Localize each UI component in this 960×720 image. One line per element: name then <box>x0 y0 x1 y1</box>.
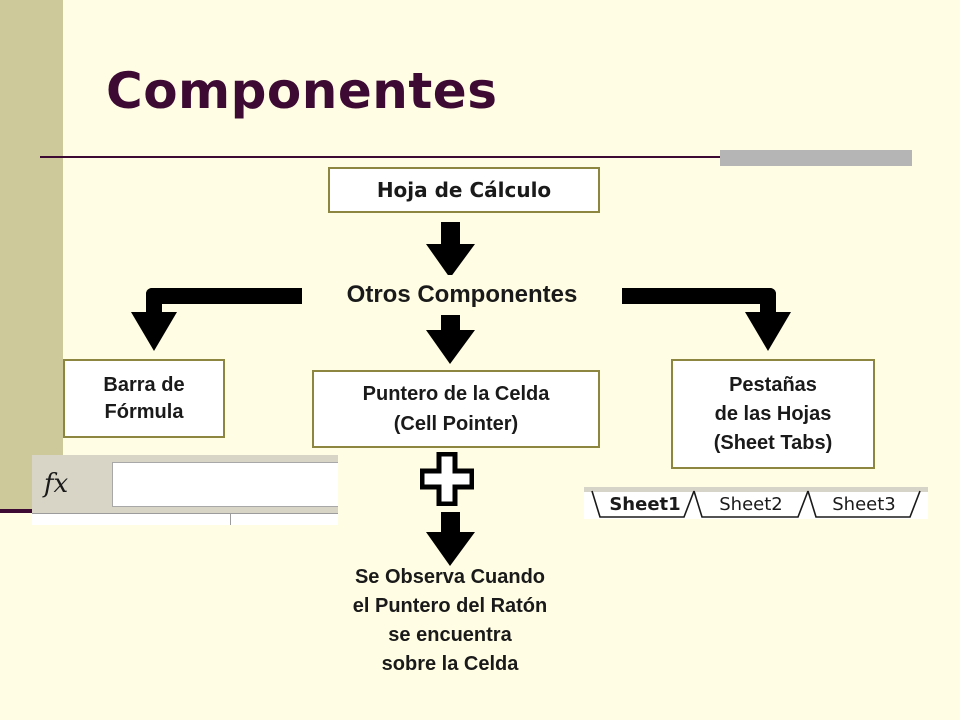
formula-bar-image: fx <box>32 455 338 525</box>
grid-column-divider <box>230 513 231 525</box>
arrow-main-stem <box>441 222 460 248</box>
hoja-de-calculo-box: Hoja de Cálculo <box>328 167 600 213</box>
arrow-right-head <box>745 312 791 351</box>
left-accent-line <box>0 509 46 513</box>
sheet-tabs-image: Sheet1 Sheet2 Sheet3 <box>584 487 928 519</box>
observa-line-3: se encuentra <box>388 624 512 646</box>
puntero-line-2: (Cell Pointer) <box>393 413 519 435</box>
observa-line-1: Se Observa Cuando <box>354 566 546 588</box>
puntero-celda-box: Puntero de la Celda (Cell Pointer) <box>312 370 600 448</box>
cell-pointer-cross-icon <box>420 452 474 506</box>
connector-right <box>614 288 776 304</box>
arrow-bottom-head <box>426 532 475 566</box>
puntero-line-1: Puntero de la Celda <box>362 383 550 405</box>
sheet-tabs-strip <box>584 487 928 492</box>
connector-left-drop <box>146 288 162 320</box>
sheet-tab-2: Sheet2 <box>719 494 783 515</box>
otros-componentes-label: Otros Componentes <box>302 275 622 315</box>
sheet-tab-1: Sheet1 <box>609 494 681 515</box>
sheet-tab-3: Sheet3 <box>832 494 896 515</box>
grid-row <box>32 513 338 525</box>
slide-title: Componentes <box>106 62 498 120</box>
hoja-label: Hoja de Cálculo <box>376 178 552 202</box>
observa-line-4: sobre la Celda <box>381 653 519 675</box>
pestanas-line-3: (Sheet Tabs) <box>713 431 833 454</box>
arrow-bottom-stem <box>441 512 460 534</box>
pestanas-line-2: de las Hojas <box>714 402 832 425</box>
arrow-left-head <box>131 312 177 351</box>
left-decorative-band <box>0 0 63 512</box>
pestanas-hojas-box: Pestañas de las Hojas (Sheet Tabs) <box>671 359 875 469</box>
barra-line-1: Barra de <box>103 373 185 396</box>
observa-line-2: el Puntero del Ratón <box>352 595 548 617</box>
connector-right-drop <box>760 288 776 320</box>
title-rule <box>40 156 912 158</box>
fx-icon: fx <box>43 469 69 499</box>
title-accent-bar <box>720 150 912 166</box>
barra-line-2: Fórmula <box>104 400 184 423</box>
formula-input-field <box>112 462 338 507</box>
arrow-main-head <box>426 244 475 278</box>
arrow-center-head <box>426 330 475 364</box>
barra-formula-box: Barra de Fórmula <box>63 359 225 438</box>
arrow-center-stem <box>441 314 460 332</box>
pestanas-line-1: Pestañas <box>729 373 817 396</box>
connector-left <box>146 288 308 304</box>
se-observa-text: Se Observa Cuando el Puntero del Ratón s… <box>295 563 605 679</box>
sheet-tab-outlines <box>591 490 921 518</box>
